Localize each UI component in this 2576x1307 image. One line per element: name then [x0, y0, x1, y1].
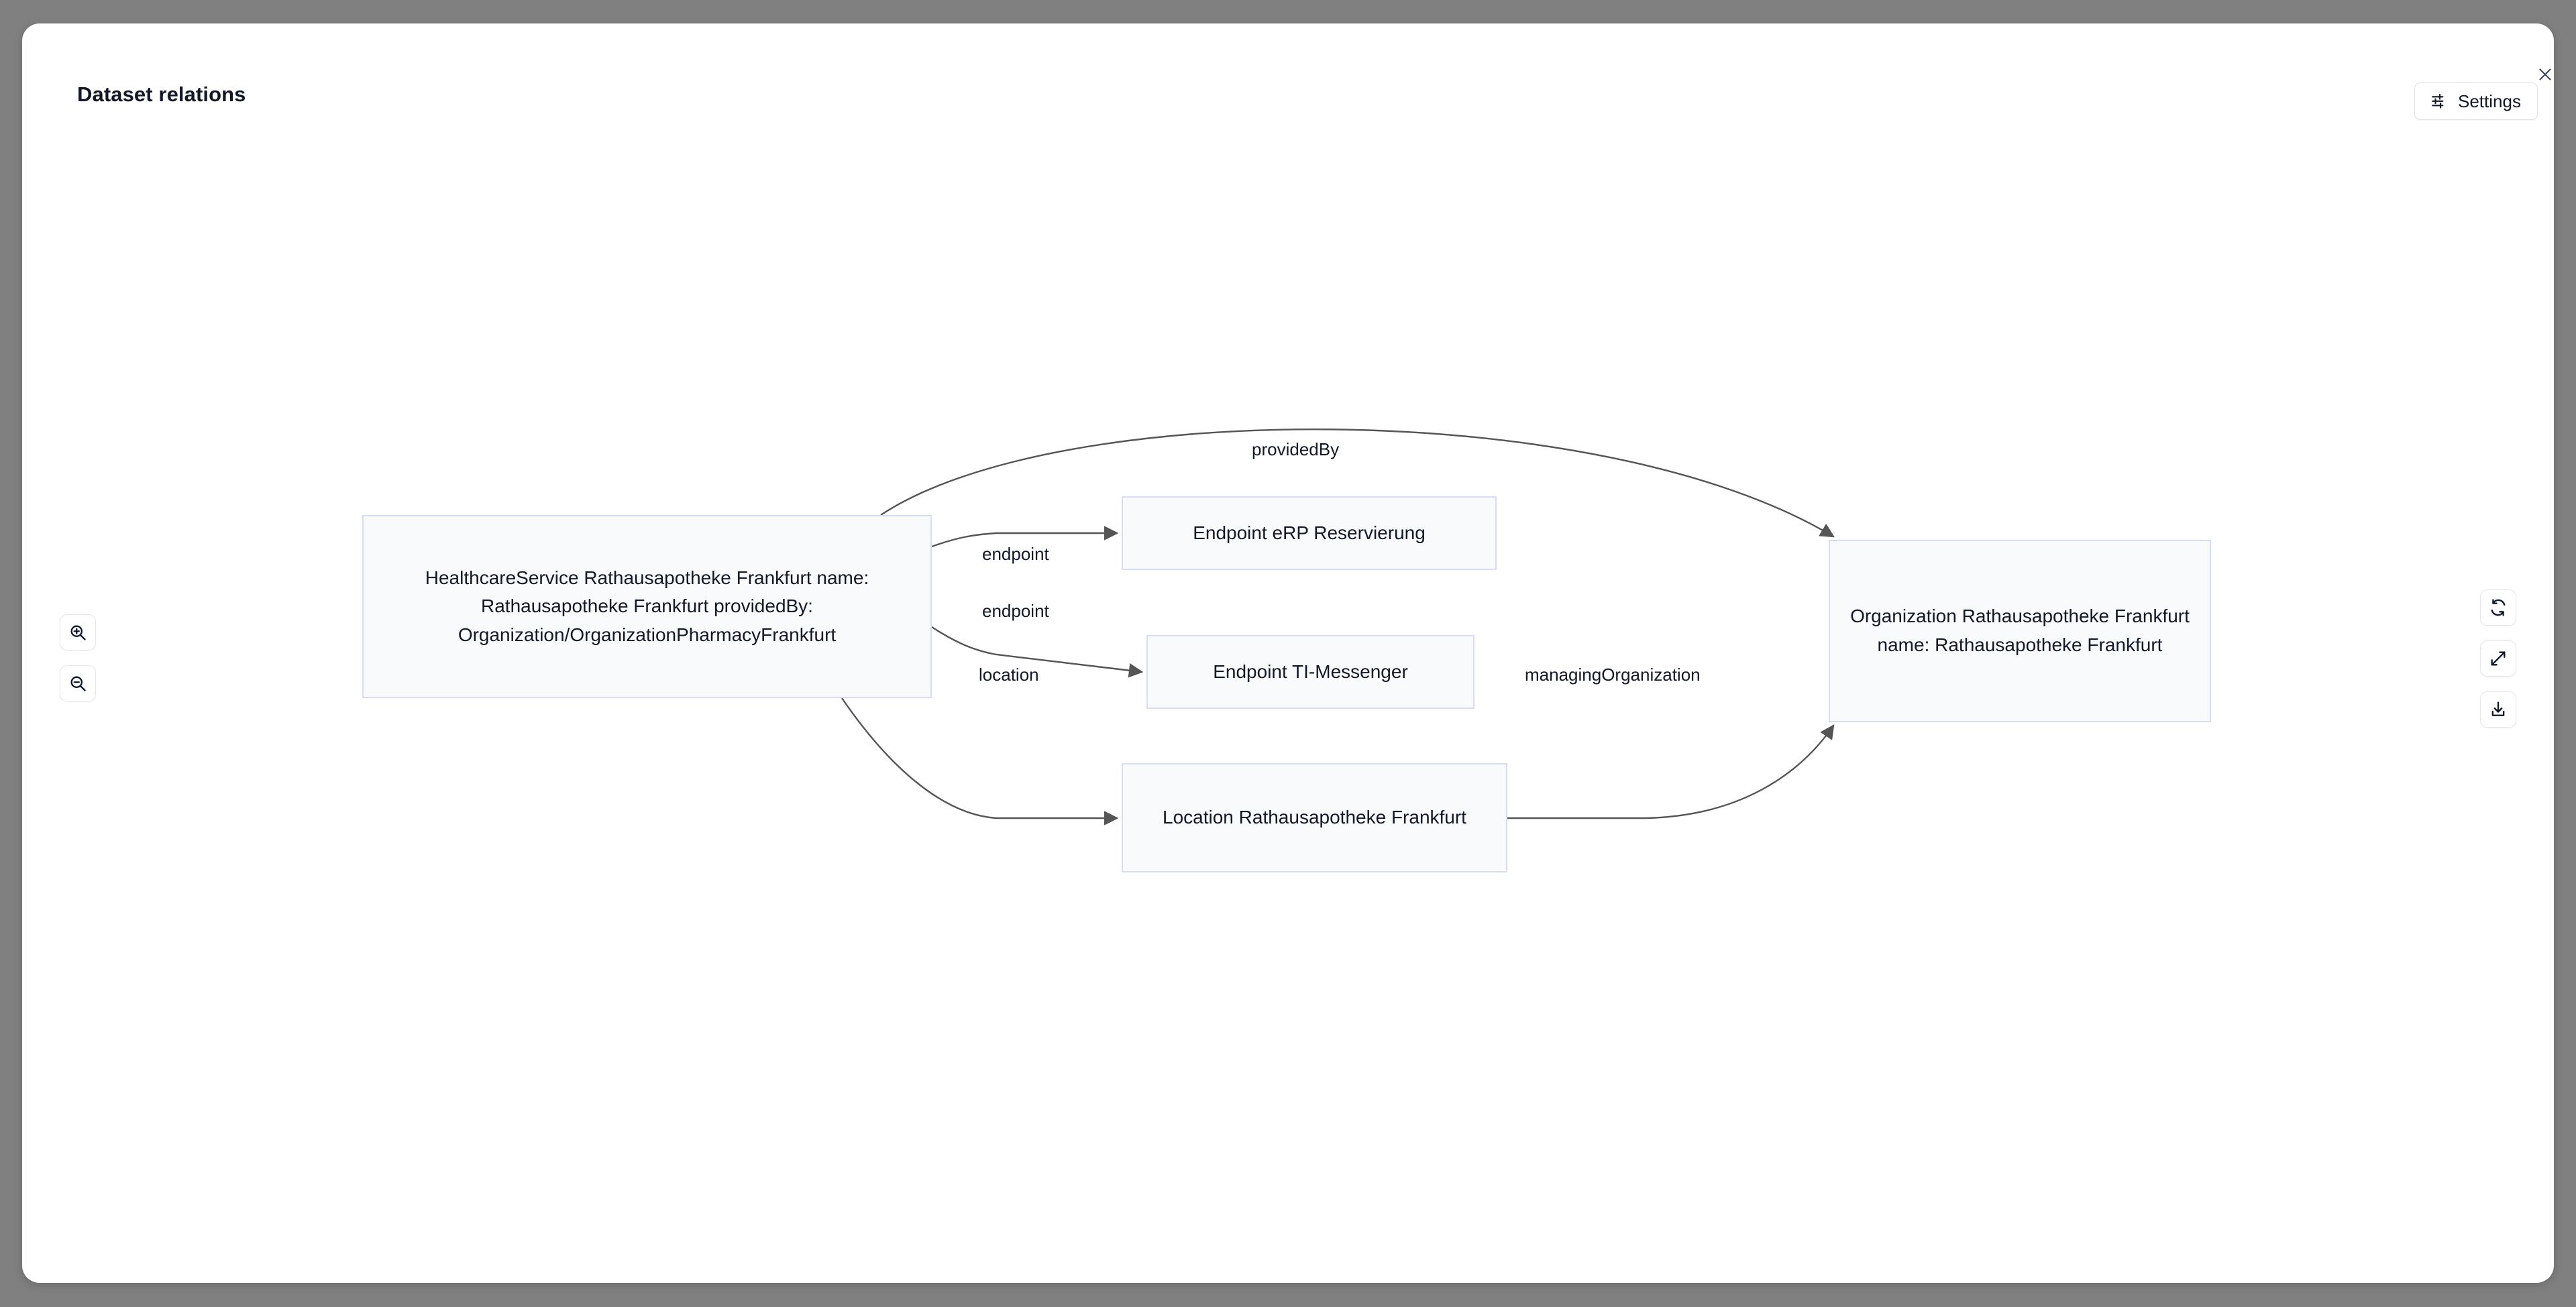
edge-label-location: location: [975, 665, 1043, 685]
edge-label-endpoint-1: endpoint: [978, 544, 1053, 565]
refresh-icon: [2491, 599, 2506, 616]
tune-sliders-icon: [2431, 94, 2449, 109]
zoom-out-button[interactable]: [60, 665, 96, 701]
close-icon: [2539, 68, 2551, 80]
zoom-out-icon: [70, 676, 86, 691]
graph-node-label: HealthcareService Rathausapotheke Frankf…: [425, 567, 869, 645]
refresh-button[interactable]: [2480, 589, 2516, 626]
graph-node-label: Endpoint TI-Messenger: [1213, 661, 1408, 682]
fit-view-button[interactable]: [2480, 640, 2516, 677]
close-button[interactable]: [2532, 61, 2554, 88]
settings-button[interactable]: Settings: [2414, 82, 2538, 120]
graph-node-location[interactable]: Location Rathausapotheke Frankfurt: [1122, 763, 1507, 872]
settings-button-label: Settings: [2458, 91, 2521, 111]
graph-node-label: Endpoint eRP Reservierung: [1193, 522, 1426, 543]
edge-path-location: [841, 697, 1119, 826]
graph-canvas[interactable]: HealthcareService Rathausapotheke Frankf…: [22, 23, 2554, 1283]
dataset-relations-dialog: Dataset relations Settings: [22, 23, 2554, 1283]
graph-node-endpoint-erp[interactable]: Endpoint eRP Reservierung: [1122, 496, 1497, 570]
zoom-in-button[interactable]: [60, 614, 96, 650]
fullscreen-expand-icon: [2491, 651, 2506, 666]
edge-label-endpoint-2: endpoint: [978, 601, 1053, 622]
edge-path-managingorganization: [1507, 724, 1835, 819]
graph-node-organization[interactable]: Organization Rathausapotheke Frankfurt n…: [1829, 540, 2211, 722]
graph-node-healthcare-service[interactable]: HealthcareService Rathausapotheke Frankf…: [362, 515, 932, 698]
download-icon: [2491, 701, 2505, 716]
graph-node-endpoint-ti[interactable]: Endpoint TI-Messenger: [1146, 635, 1474, 709]
edge-label-providedby: providedBy: [1248, 439, 1344, 460]
graph-node-label: Organization Rathausapotheke Frankfurt n…: [1850, 606, 2190, 655]
graph-node-label: Location Rathausapotheke Frankfurt: [1163, 807, 1466, 828]
edge-label-managingorganization: managingOrganization: [1521, 665, 1705, 685]
zoom-in-icon: [70, 625, 86, 640]
page-title: Dataset relations: [77, 82, 246, 106]
download-button[interactable]: [2480, 691, 2516, 728]
